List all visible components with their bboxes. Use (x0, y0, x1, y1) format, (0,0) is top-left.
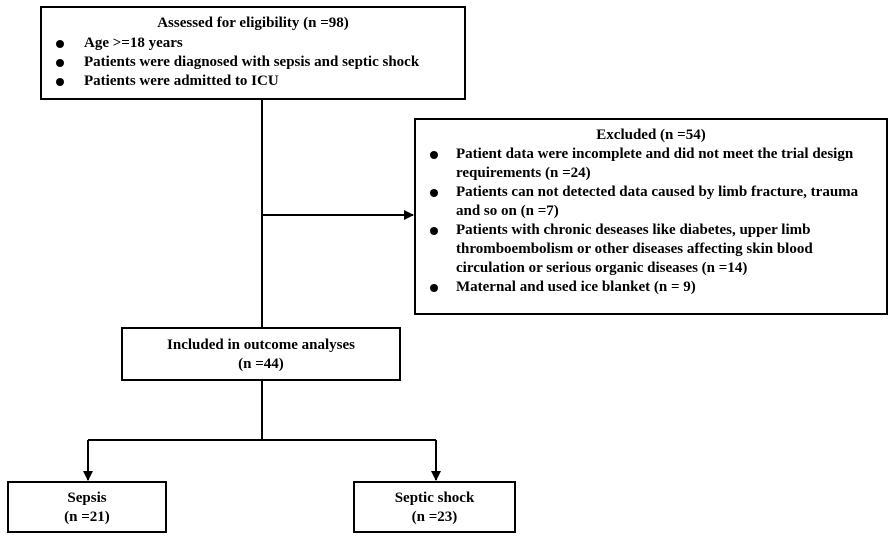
septic-shock-box: Septic shock (n =23) (353, 481, 516, 533)
exclusion-reason: Patients can not detected data caused by… (416, 183, 886, 221)
exclusion-reasons-list: Patient data were incomplete and did not… (416, 145, 886, 297)
included-box: Included in outcome analyses (n =44) (121, 327, 401, 381)
included-count: (n =44) (238, 356, 284, 372)
eligibility-criteria-list: Age >=18 years Patients were diagnosed w… (42, 34, 464, 91)
septic-shock-title: Septic shock (394, 490, 475, 506)
excluded-title: Excluded (n =54) (596, 127, 706, 143)
included-title: Included in outcome analyses (167, 337, 355, 353)
eligibility-title: Assessed for eligibility (n =98) (157, 15, 349, 31)
sepsis-title: Sepsis (67, 490, 107, 506)
eligibility-box: Assessed for eligibility (n =98) Age >=1… (40, 6, 466, 100)
exclusion-reason: Maternal and used ice blanket (n = 9) (416, 278, 886, 297)
excluded-box: Excluded (n =54) Patient data were incom… (414, 118, 888, 315)
eligibility-criterion: Age >=18 years (42, 34, 464, 53)
sepsis-box: Sepsis (n =21) (7, 481, 167, 533)
eligibility-criterion: Patients were admitted to ICU (42, 72, 464, 91)
septic-shock-count: (n =23) (411, 509, 458, 525)
exclusion-reason: Patients with chronic deseases like diab… (416, 221, 886, 278)
exclusion-reason: Patient data were incomplete and did not… (416, 145, 886, 183)
sepsis-count: (n =21) (64, 509, 110, 525)
eligibility-criterion: Patients were diagnosed with sepsis and … (42, 53, 464, 72)
